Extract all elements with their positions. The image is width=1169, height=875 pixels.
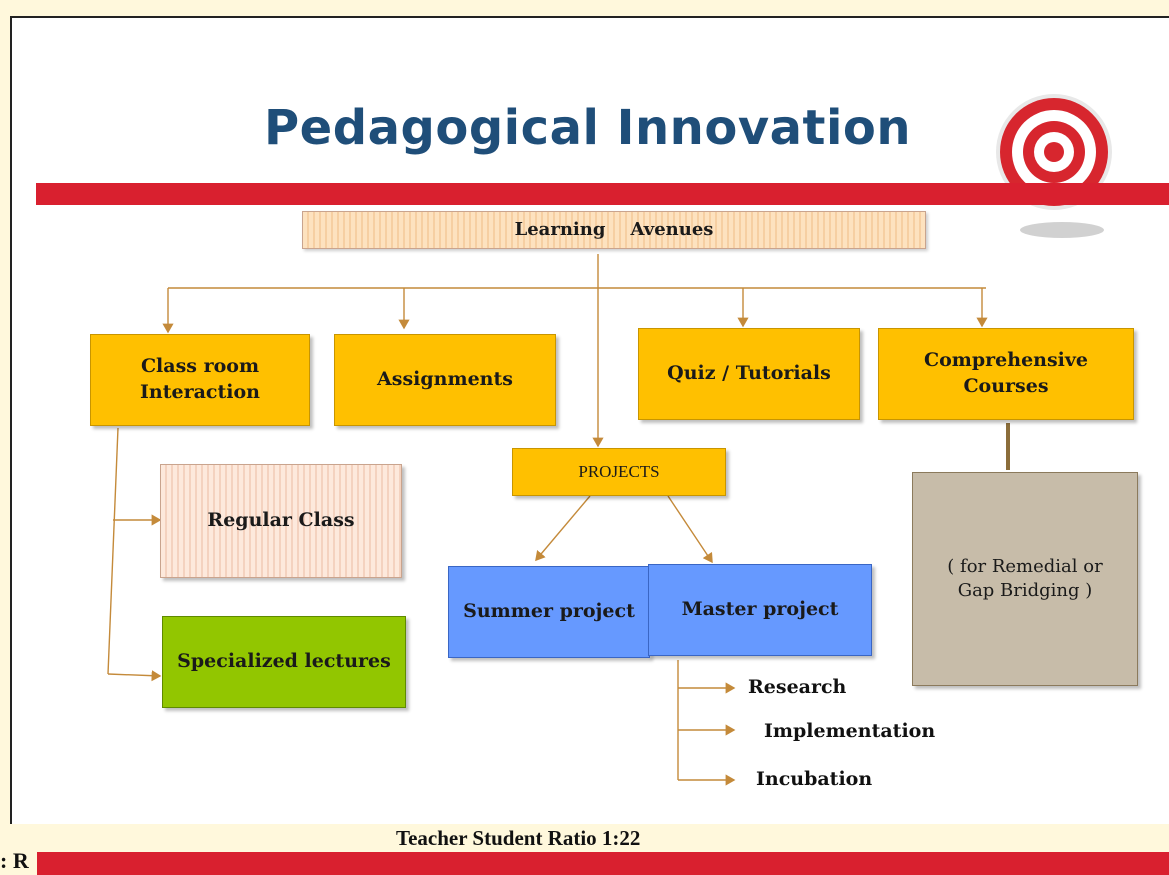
category-assignments: Assignments xyxy=(334,334,556,426)
master-step-research: Research xyxy=(748,676,847,698)
master-step-incubation: Incubation xyxy=(756,768,873,790)
category-comprehensive-courses: Comprehensive Courses xyxy=(878,328,1134,420)
remedial-gap-bridging-box: ( for Remedial or Gap Bridging ) xyxy=(912,472,1138,686)
specialized-lectures-box: Specialized lectures xyxy=(162,616,406,708)
category-classroom-interaction: Class room Interaction xyxy=(90,334,310,426)
root-learning-avenues: Learning Avenues xyxy=(302,211,926,249)
target-icon xyxy=(996,94,1112,238)
summer-project-box: Summer project xyxy=(448,566,650,658)
bottom-band xyxy=(37,852,1169,875)
page-title: Pedagogical Innovation xyxy=(264,100,912,156)
edge-text-fragment: : R xyxy=(0,848,29,873)
title-band xyxy=(36,183,1169,205)
master-step-implementation: Implementation xyxy=(764,720,936,742)
connector-lines xyxy=(107,254,1010,786)
slide: Pedagogical Innovation xyxy=(10,16,1169,824)
projects-box: PROJECTS xyxy=(512,448,726,496)
teacher-student-ratio: Teacher Student Ratio 1:22 xyxy=(396,826,641,850)
regular-class-box: Regular Class xyxy=(160,464,402,578)
category-quiz-tutorials: Quiz / Tutorials xyxy=(638,328,860,420)
master-project-box: Master project xyxy=(648,564,872,656)
